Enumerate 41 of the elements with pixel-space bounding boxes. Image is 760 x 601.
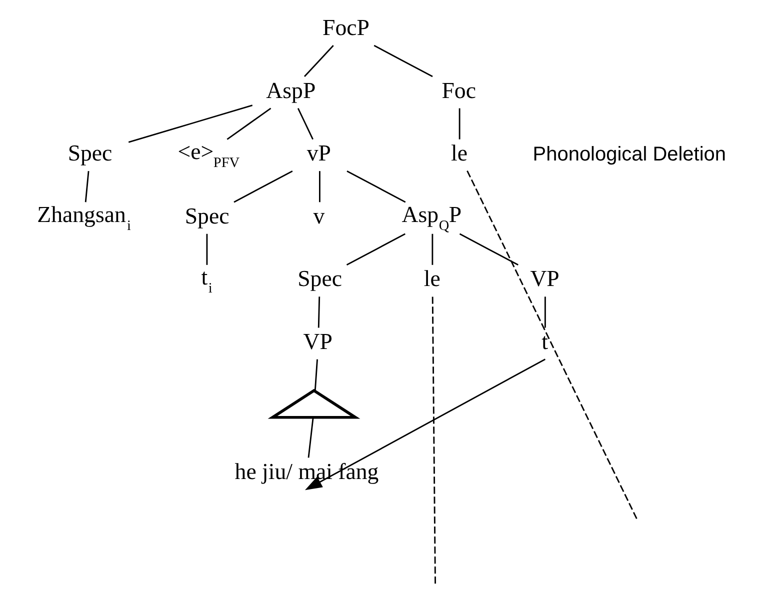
connector (318, 296, 320, 328)
node-text: Spec (298, 266, 342, 292)
node-text: he jiu/ mai fang (234, 458, 379, 484)
node-text: VP (303, 328, 332, 354)
node-text: Spec (184, 203, 230, 228)
node-text: t$_{i}$ (201, 264, 212, 297)
connector (308, 417, 314, 458)
connector (466, 170, 638, 521)
node-text: t (542, 328, 548, 354)
connector (544, 296, 546, 328)
connector (297, 108, 314, 140)
connector (459, 233, 518, 266)
connector (458, 108, 460, 140)
node-text: Asp$_{Q}$P (402, 202, 462, 234)
connector (346, 170, 406, 203)
node-text: <e>$_{PFV}$ (178, 139, 240, 172)
connector (206, 234, 208, 265)
node-text: vP (306, 140, 331, 166)
node-triangle (268, 388, 360, 419)
node-text: Foc (442, 78, 476, 103)
connector (304, 45, 334, 78)
arrow (304, 358, 546, 490)
node-text: le (451, 140, 468, 166)
node-text: AspP (266, 78, 316, 103)
node-text: Zhangsan$_{i}$ (37, 202, 132, 234)
node-text: Spec (68, 140, 112, 166)
connector (374, 44, 433, 78)
node-text: v (313, 203, 325, 228)
node-text: le (424, 266, 440, 292)
connector (84, 171, 90, 202)
label: Phonological Deletion (532, 143, 726, 166)
connector (432, 234, 434, 265)
node-text: FocP (322, 14, 370, 40)
connector (432, 296, 436, 586)
connector (234, 170, 293, 203)
connector (319, 171, 320, 202)
connector (226, 108, 272, 140)
connector (314, 359, 318, 391)
connector (346, 233, 406, 266)
connector (128, 104, 253, 143)
node-text: VP (530, 266, 560, 292)
